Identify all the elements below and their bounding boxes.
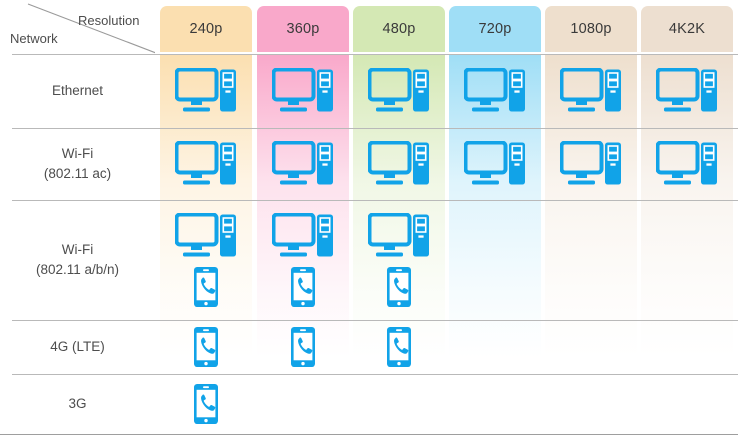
cell-3g-1080p[interactable] bbox=[545, 374, 637, 434]
row-label-line1: Ethernet bbox=[51, 83, 104, 99]
smartphone-icon bbox=[194, 384, 218, 424]
cell-wifi-abgn-720p[interactable] bbox=[449, 200, 541, 320]
row-separator bbox=[12, 320, 738, 321]
cell-ethernet-480p[interactable] bbox=[353, 54, 445, 128]
cell-wifi-abgn-360p[interactable] bbox=[257, 200, 349, 320]
cell-ethernet-4K2K[interactable] bbox=[641, 54, 733, 128]
row-label-wifi-ac[interactable]: Wi-Fi (802.11 ac) bbox=[0, 128, 155, 200]
row-label-line1: 4G (LTE) bbox=[50, 339, 105, 355]
column-header-1080p[interactable]: 1080p bbox=[545, 6, 637, 52]
cell-wifi-abgn-240p[interactable] bbox=[160, 200, 252, 320]
desktop-computer-icon bbox=[656, 68, 717, 112]
smartphone-icon bbox=[291, 266, 315, 307]
column-header-label: 1080p bbox=[570, 21, 612, 37]
column-header-4K2K[interactable]: 4K2K bbox=[641, 6, 733, 52]
cell-4g-lte-360p[interactable] bbox=[257, 320, 349, 374]
desktop-computer-icon bbox=[464, 68, 525, 112]
cell-wifi-abgn-1080p[interactable] bbox=[545, 200, 637, 320]
resolution-header-row: 240p 360p 480p 720p 1080p 4K2K bbox=[0, 0, 738, 54]
desktop-computer-icon bbox=[175, 68, 236, 112]
column-axis-label: Resolution bbox=[78, 13, 140, 28]
cell-4g-lte-480p[interactable] bbox=[353, 320, 445, 374]
row-label-line1: Wi-Fi bbox=[61, 146, 94, 162]
smartphone-icon bbox=[194, 327, 218, 367]
column-header-label: 480p bbox=[382, 21, 416, 37]
cell-4g-lte-240p[interactable] bbox=[160, 320, 252, 374]
smartphone-icon bbox=[387, 266, 411, 307]
cell-3g-240p[interactable] bbox=[160, 374, 252, 434]
desktop-computer-icon bbox=[368, 68, 429, 112]
cell-ethernet-360p[interactable] bbox=[257, 54, 349, 128]
cell-wifi-ac-720p[interactable] bbox=[449, 128, 541, 200]
smartphone-icon bbox=[194, 266, 218, 307]
desktop-computer-icon bbox=[560, 141, 621, 185]
row-label-line2: (802.11 ac) bbox=[43, 166, 112, 181]
cell-3g-360p[interactable] bbox=[257, 374, 349, 434]
column-header-480p[interactable]: 480p bbox=[353, 6, 445, 52]
row-label-line2: (802.11 a/b/n) bbox=[35, 262, 120, 277]
cell-3g-720p[interactable] bbox=[449, 374, 541, 434]
row-label-line1: Wi-Fi bbox=[61, 242, 94, 258]
column-header-360p[interactable]: 360p bbox=[257, 6, 349, 52]
column-header-label: 360p bbox=[286, 21, 320, 37]
row-label-4g-lte[interactable]: 4G (LTE) bbox=[0, 320, 155, 374]
column-header-240p[interactable]: 240p bbox=[160, 6, 252, 52]
row-label-line1: 3G bbox=[68, 396, 87, 412]
cell-ethernet-720p[interactable] bbox=[449, 54, 541, 128]
row-separator bbox=[12, 128, 738, 129]
column-header-720p[interactable]: 720p bbox=[449, 6, 541, 52]
cell-ethernet-1080p[interactable] bbox=[545, 54, 637, 128]
cell-3g-480p[interactable] bbox=[353, 374, 445, 434]
cell-4g-lte-1080p[interactable] bbox=[545, 320, 637, 374]
cell-wifi-abgn-480p[interactable] bbox=[353, 200, 445, 320]
desktop-computer-icon bbox=[368, 212, 429, 256]
column-header-label: 720p bbox=[478, 21, 512, 37]
desktop-computer-icon bbox=[175, 141, 236, 185]
desktop-computer-icon bbox=[272, 68, 333, 112]
desktop-computer-icon bbox=[560, 68, 621, 112]
cell-4g-lte-4K2K[interactable] bbox=[641, 320, 733, 374]
desktop-computer-icon bbox=[464, 141, 525, 185]
cell-ethernet-240p[interactable] bbox=[160, 54, 252, 128]
smartphone-icon bbox=[291, 327, 315, 367]
column-header-label: 240p bbox=[189, 21, 223, 37]
cell-wifi-ac-240p[interactable] bbox=[160, 128, 252, 200]
diagonal-divider-icon bbox=[27, 3, 155, 54]
row-separator bbox=[12, 374, 738, 375]
desktop-computer-icon bbox=[656, 141, 717, 185]
cell-wifi-ac-360p[interactable] bbox=[257, 128, 349, 200]
corner-axis-cell: Resolution Network bbox=[0, 0, 155, 54]
row-label-ethernet[interactable]: Ethernet bbox=[0, 54, 155, 128]
desktop-computer-icon bbox=[272, 141, 333, 185]
desktop-computer-icon bbox=[368, 141, 429, 185]
cell-wifi-ac-4K2K[interactable] bbox=[641, 128, 733, 200]
desktop-computer-icon bbox=[175, 212, 236, 256]
smartphone-icon bbox=[387, 327, 411, 367]
row-separator bbox=[12, 54, 738, 55]
row-label-wifi-abgn[interactable]: Wi-Fi (802.11 a/b/n) bbox=[0, 200, 155, 320]
cell-wifi-ac-1080p[interactable] bbox=[545, 128, 637, 200]
cell-wifi-ac-480p[interactable] bbox=[353, 128, 445, 200]
row-label-3g[interactable]: 3G bbox=[0, 374, 155, 434]
cell-3g-4K2K[interactable] bbox=[641, 374, 733, 434]
cell-wifi-abgn-4K2K[interactable] bbox=[641, 200, 733, 320]
column-header-label: 4K2K bbox=[668, 21, 706, 37]
desktop-computer-icon bbox=[272, 212, 333, 256]
row-separator bbox=[12, 200, 738, 201]
cell-4g-lte-720p[interactable] bbox=[449, 320, 541, 374]
row-separator bbox=[0, 434, 738, 435]
row-axis-label: Network bbox=[10, 31, 58, 46]
